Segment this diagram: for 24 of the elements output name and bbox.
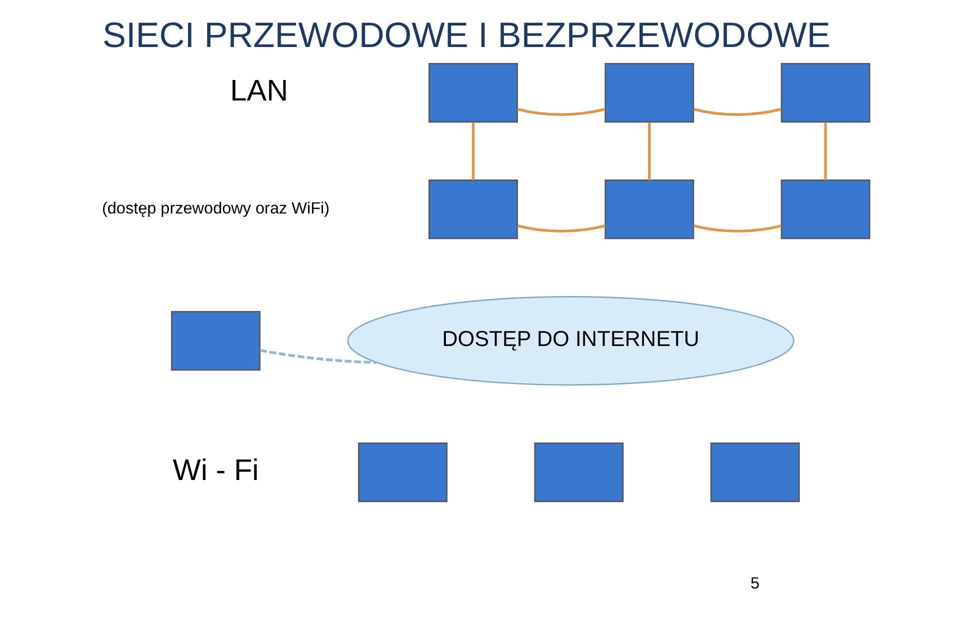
node-box bbox=[604, 180, 694, 240]
node-box bbox=[710, 442, 800, 502]
node-box bbox=[534, 442, 624, 502]
label: Wi - Fi bbox=[172, 454, 259, 487]
connector bbox=[693, 224, 782, 233]
node-box bbox=[358, 442, 448, 502]
connector bbox=[824, 122, 827, 180]
connector bbox=[260, 349, 376, 364]
node-box bbox=[780, 63, 870, 123]
label: 5 bbox=[750, 574, 760, 592]
node-box bbox=[428, 180, 518, 240]
diagram-title: SIECI PRZEWODOWE I BEZPRZEWODOWE bbox=[102, 16, 830, 56]
connector bbox=[517, 108, 606, 116]
node-ellipse: DOSTĘP DO INTERNETU bbox=[347, 296, 794, 386]
node-box bbox=[604, 63, 694, 123]
label: LAN bbox=[230, 74, 288, 108]
node-box bbox=[428, 63, 518, 123]
node-box bbox=[780, 180, 870, 240]
connector bbox=[472, 122, 475, 180]
connector bbox=[517, 224, 606, 233]
label: (dostęp przewodowy oraz WiFi) bbox=[102, 200, 330, 218]
node-box bbox=[171, 311, 260, 371]
connector bbox=[648, 122, 651, 180]
connector bbox=[693, 108, 782, 116]
